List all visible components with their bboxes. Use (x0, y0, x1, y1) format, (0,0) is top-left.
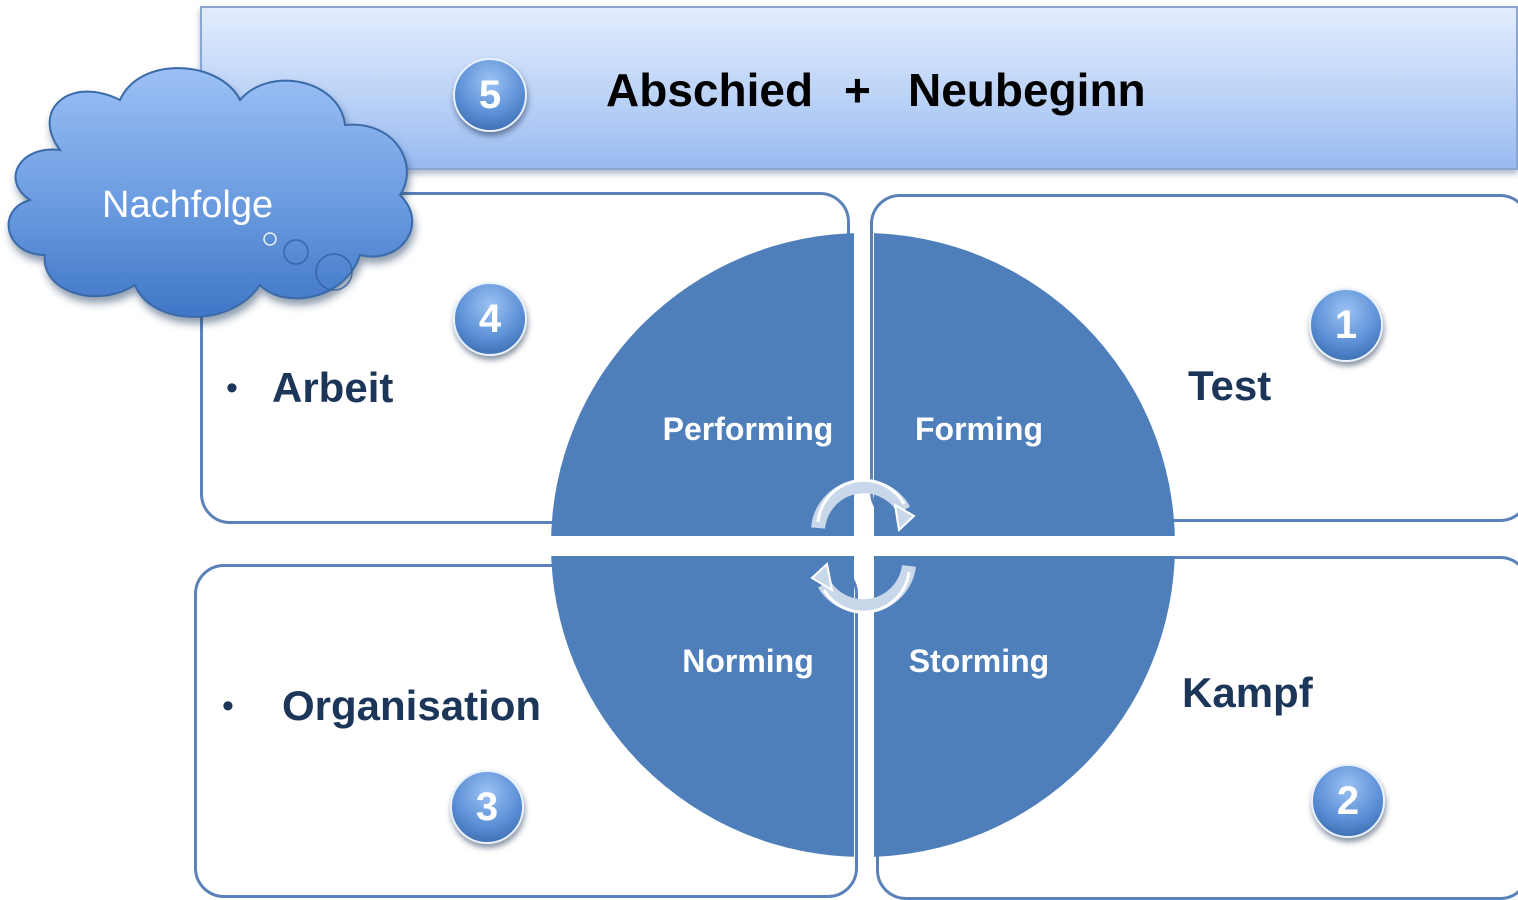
banner-left-text: Abschied (606, 64, 814, 116)
cloud-label-nachfolge: Nachfolge (102, 184, 274, 226)
label-organisation: Organisation (282, 682, 542, 729)
badge-5: 5 (453, 58, 527, 132)
wheel-quadrant-storming (874, 556, 1175, 857)
wheel-quadrant-norming (551, 556, 854, 857)
label-arbeit: Arbeit (272, 364, 394, 411)
wheel-label-storming: Storming (909, 643, 1049, 679)
badge-2: 2 (1311, 764, 1385, 838)
bullet-arbeit: • (226, 369, 238, 407)
wheel-label-performing: Performing (663, 411, 834, 447)
label-kampf: Kampf (1182, 669, 1313, 716)
wheel-label-forming: Forming (915, 411, 1043, 447)
badge-1: 1 (1309, 288, 1383, 362)
banner-plus: + (844, 64, 871, 116)
circular-arrows-icon (810, 478, 916, 614)
banner-right-text: Neubeginn (908, 64, 1146, 116)
badge-3: 3 (450, 770, 524, 844)
wheel-label-norming: Norming (682, 643, 814, 679)
label-test: Test (1188, 362, 1272, 409)
banner (200, 6, 1518, 170)
badge-4: 4 (453, 282, 527, 356)
thought-cloud (7, 67, 414, 318)
wheel-quadrant-performing (551, 233, 854, 536)
bullet-organisation: • (222, 687, 234, 725)
wheel-quadrant-forming (874, 233, 1175, 536)
